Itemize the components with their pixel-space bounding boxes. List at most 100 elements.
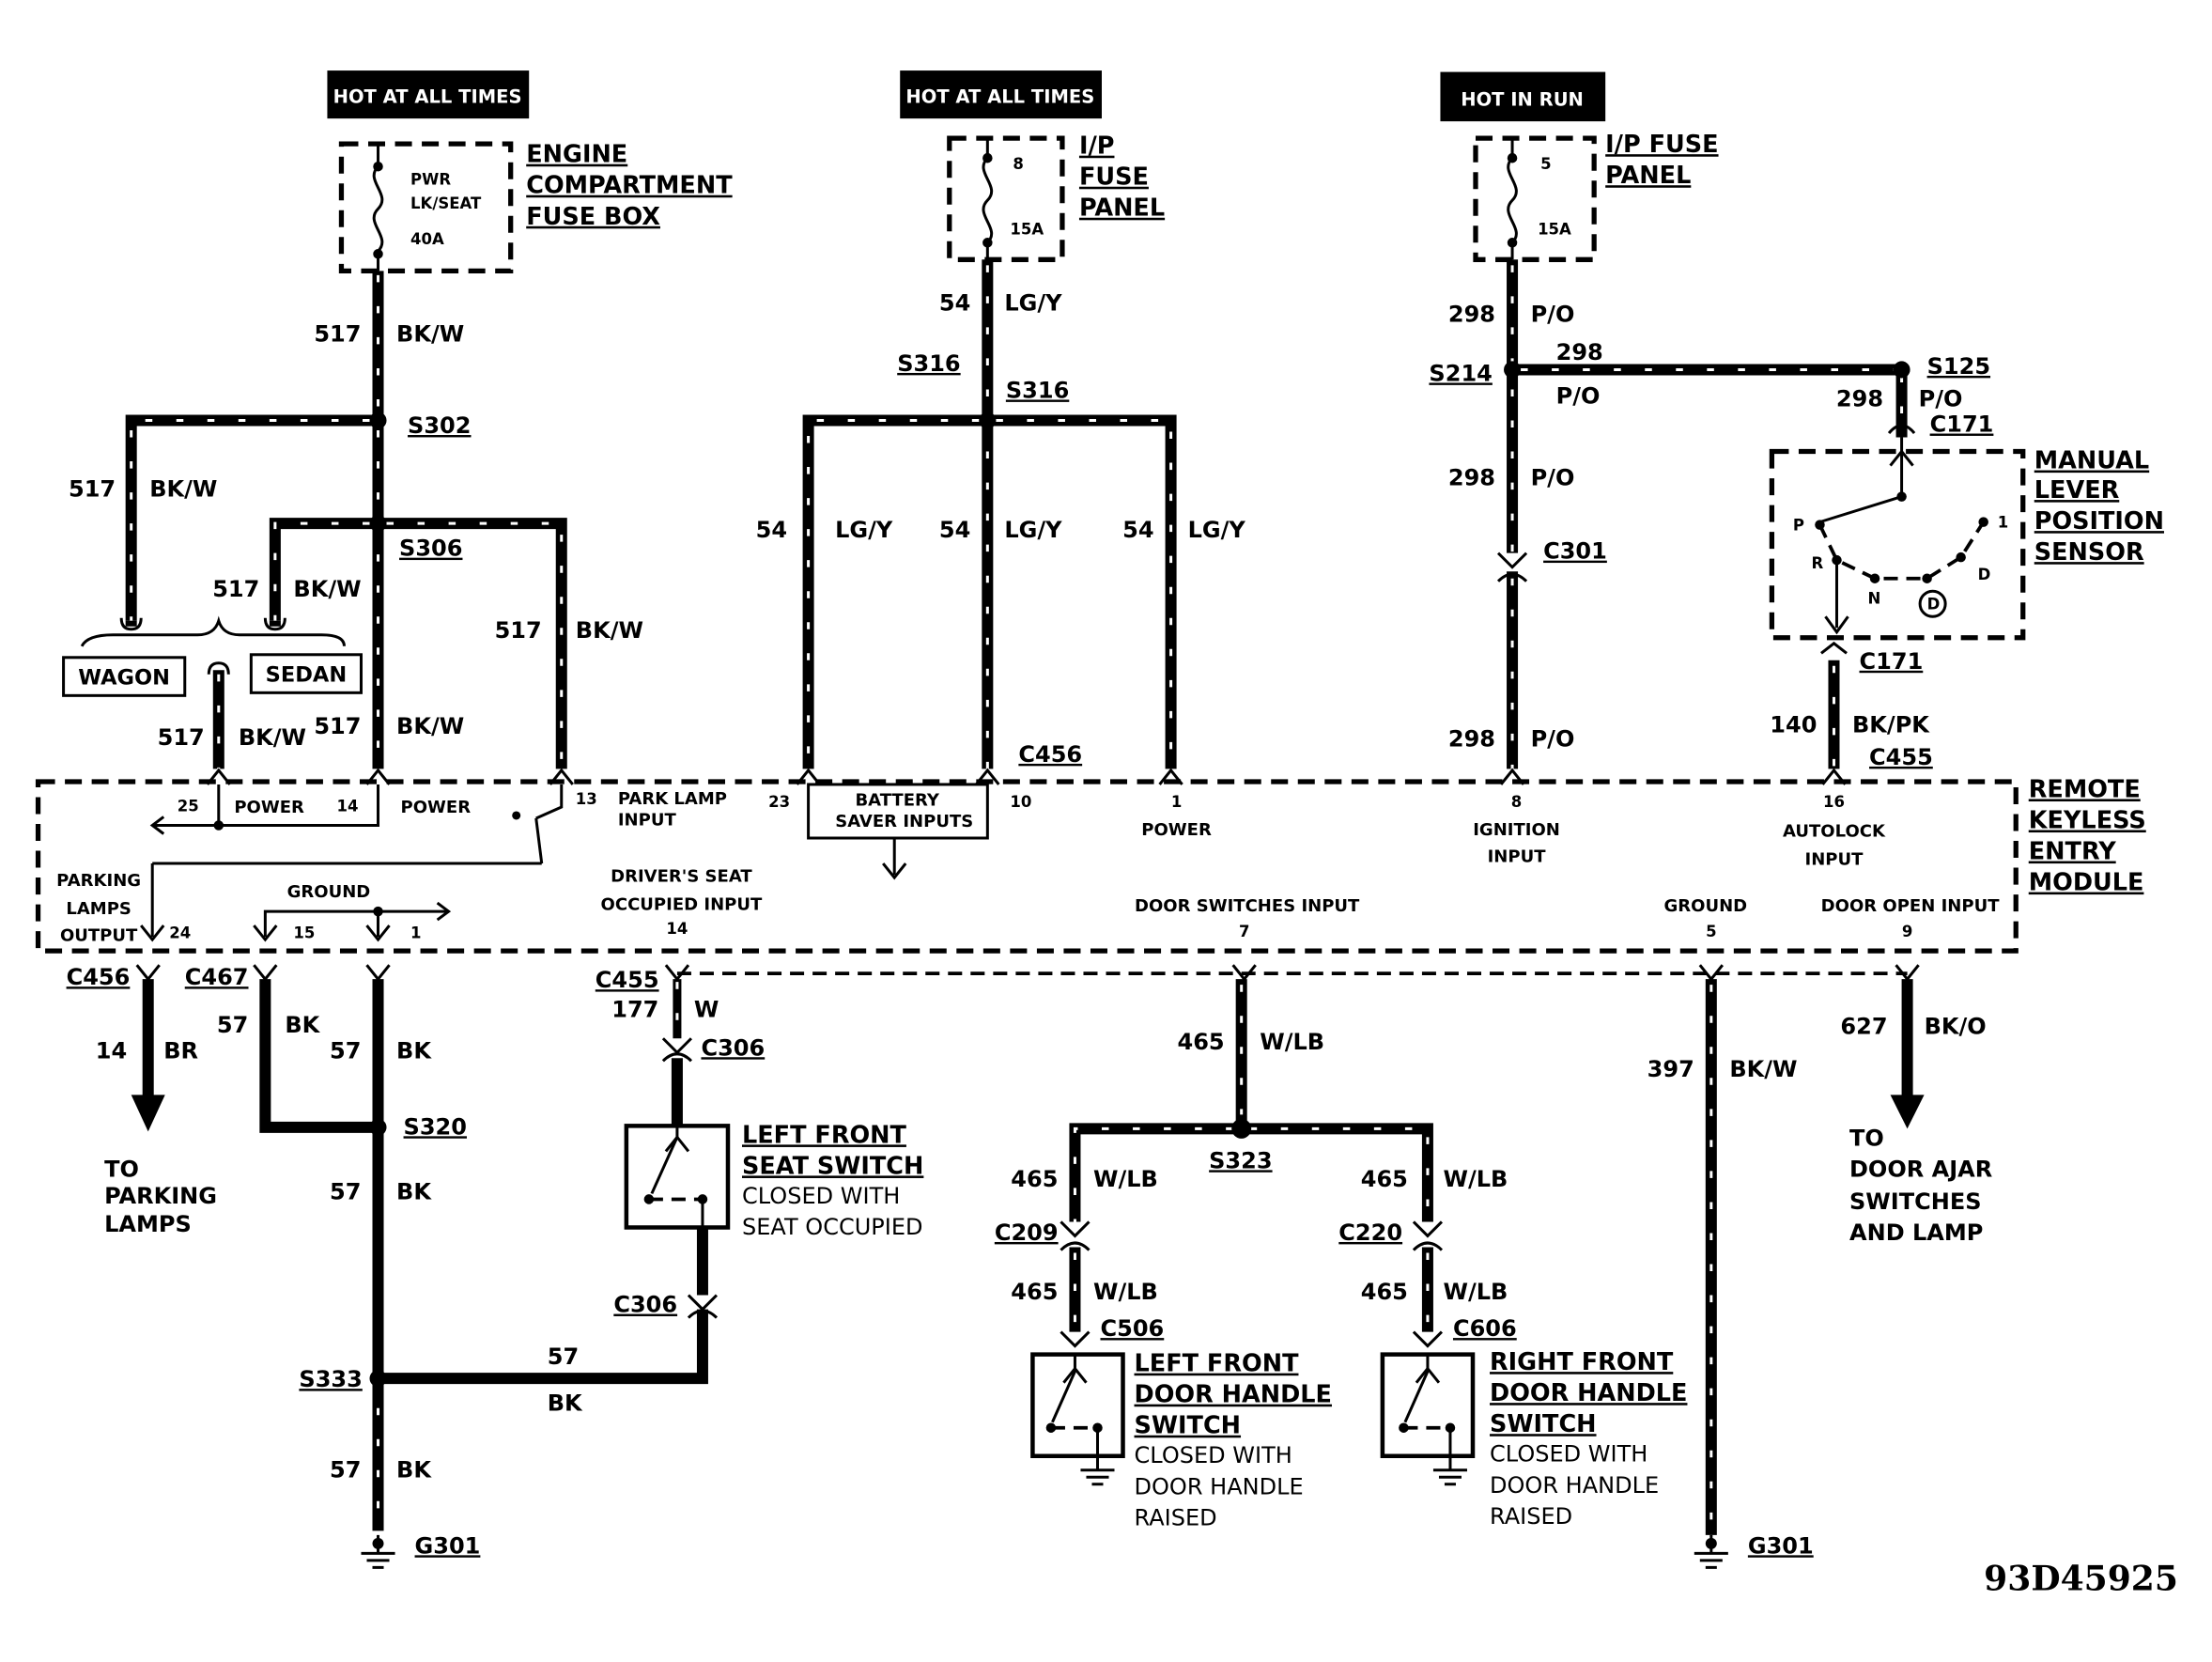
svg-text:C306: C306 [613, 1292, 677, 1318]
wire-label: 54 [939, 289, 970, 316]
svg-text:INPUT: INPUT [618, 810, 677, 830]
svg-text:5: 5 [1706, 923, 1716, 940]
wire-label: P/O [1919, 385, 1963, 412]
wire-label: BK/W [576, 617, 643, 644]
svg-text:KEYLESS: KEYLESS [2029, 806, 2146, 834]
svg-text:SAVER INPUTS: SAVER INPUTS [835, 812, 973, 831]
wire-label: BK [396, 1456, 432, 1483]
svg-text:LEVER: LEVER [2034, 476, 2120, 505]
svg-text:SEAT OCCUPIED: SEAT OCCUPIED [742, 1214, 923, 1240]
wire-label: LG/Y [1004, 517, 1062, 543]
svg-text:D: D [1978, 566, 1991, 583]
svg-text:RIGHT FRONT: RIGHT FRONT [1490, 1348, 1674, 1376]
connector-c306-top: C306 [661, 1034, 765, 1063]
connector-c209: C209 [995, 1219, 1091, 1251]
ip-fuse-panel-5: 5 15A I/P FUSE PANEL [1473, 131, 1719, 262]
svg-text:10: 10 [1010, 793, 1031, 811]
svg-text:DOOR SWITCHES INPUT: DOOR SWITCHES INPUT [1135, 896, 1360, 916]
splice-label: S302 [408, 412, 471, 439]
svg-text:C209: C209 [995, 1219, 1059, 1246]
svg-text:C220: C220 [1338, 1219, 1402, 1246]
connector-c171-bottom: C171 [1820, 641, 1923, 675]
svg-text:HOT IN RUN: HOT IN RUN [1461, 89, 1584, 111]
wagon-sedan-selector: WAGON SEDAN [62, 615, 363, 697]
svg-text:P: P [1793, 517, 1804, 535]
svg-text:INPUT: INPUT [1805, 850, 1864, 870]
wire-label: BK/W [293, 576, 361, 602]
destination-label: SWITCHES [1849, 1188, 1982, 1215]
svg-text:POWER: POWER [1141, 820, 1212, 840]
wire-label: 397 [1647, 1056, 1694, 1082]
wire-label: 517 [314, 713, 361, 739]
wire-label: 57 [330, 1037, 361, 1064]
svg-text:PANEL: PANEL [1079, 194, 1165, 223]
wire-label: BK [396, 1037, 432, 1064]
wire-label: W/LB [1260, 1029, 1324, 1055]
connector-c171-top: C171 [1887, 412, 1993, 438]
svg-text:LEFT FRONT: LEFT FRONT [742, 1121, 907, 1149]
svg-text:SENSOR: SENSOR [2034, 538, 2144, 567]
connector-c455-label: C455 [1869, 744, 1933, 770]
ip-fuse-panel-8: 8 15A I/P FUSE PANEL [947, 132, 1165, 262]
svg-text:I/P FUSE: I/P FUSE [1605, 131, 1718, 159]
svg-text:DOOR HANDLE: DOOR HANDLE [1490, 1472, 1659, 1499]
wire-label: 517 [495, 617, 542, 644]
svg-text:DOOR HANDLE: DOOR HANDLE [1135, 1381, 1332, 1409]
wires-57-bk [259, 979, 708, 1531]
svg-text:DOOR OPEN INPUT: DOOR OPEN INPUT [1821, 896, 2001, 916]
wire-label: P/O [1556, 382, 1601, 409]
wire-label: 517 [69, 476, 116, 503]
svg-text:POSITION: POSITION [2034, 507, 2164, 536]
wire-label: 465 [1361, 1166, 1408, 1192]
connector-c456-label: C456 [1018, 741, 1082, 768]
splice-s333 [369, 1370, 387, 1388]
wire-label: LG/Y [835, 517, 893, 543]
svg-text:RAISED: RAISED [1135, 1504, 1217, 1530]
splice-s323 [1231, 1118, 1252, 1139]
svg-text:14: 14 [666, 920, 688, 938]
svg-text:PARK LAMP: PARK LAMP [618, 789, 727, 809]
wire-177-w [671, 979, 708, 1296]
connector-c506: C506 [1060, 1315, 1164, 1348]
wires-54-lgy [802, 259, 1177, 769]
wire-label: 627 [1840, 1014, 1887, 1040]
svg-text:14: 14 [337, 797, 359, 815]
svg-text:RAISED: RAISED [1490, 1503, 1572, 1530]
wire-label: W/LB [1443, 1166, 1508, 1192]
wire-label: LG/Y [1188, 517, 1246, 543]
svg-text:C506: C506 [1100, 1315, 1164, 1342]
wire-label: 57 [548, 1344, 579, 1370]
svg-text:16: 16 [1823, 793, 1845, 811]
svg-text:HOT AT ALL TIMES: HOT AT ALL TIMES [905, 86, 1094, 108]
svg-text:ENTRY: ENTRY [2029, 838, 2116, 866]
wire-label: 54 [756, 517, 787, 543]
wire-label: 517 [212, 576, 259, 602]
svg-text:POWER: POWER [234, 798, 304, 817]
svg-text:DOOR HANDLE: DOOR HANDLE [1490, 1379, 1687, 1407]
ground-g301-right: G301 [1694, 1532, 1814, 1569]
svg-text:8: 8 [1013, 155, 1023, 173]
svg-text:POWER: POWER [401, 798, 472, 817]
svg-text:C606: C606 [1453, 1315, 1517, 1342]
splice-s306 [369, 515, 387, 533]
wire-label: BK/W [1729, 1056, 1797, 1082]
wire-label: 54 [1122, 517, 1153, 543]
wire-label: P/O [1531, 725, 1575, 752]
connector-c220: C220 [1338, 1219, 1444, 1251]
svg-text:ENGINE: ENGINE [526, 141, 627, 169]
svg-text:C306: C306 [701, 1034, 765, 1061]
wire-label: 57 [330, 1178, 361, 1204]
svg-text:LEFT FRONT: LEFT FRONT [1135, 1350, 1300, 1378]
engine-compartment-fuse-box: PWR LK/SEAT 40A ENGINE COMPARTMENT FUSE … [338, 141, 733, 273]
svg-text:SWITCH: SWITCH [1135, 1412, 1242, 1440]
wire-label: 177 [611, 997, 658, 1023]
splice-label: S316 [897, 350, 960, 377]
svg-text:COMPARTMENT: COMPARTMENT [526, 172, 733, 200]
connector-c301: C301 [1496, 538, 1607, 582]
svg-text:GROUND: GROUND [1663, 896, 1747, 916]
svg-text:D: D [1927, 596, 1941, 614]
splice-label: S320 [404, 1113, 467, 1140]
figure-id: 93D45925 [1984, 1559, 2178, 1598]
svg-text:15: 15 [293, 924, 315, 942]
svg-text:1: 1 [410, 924, 421, 942]
